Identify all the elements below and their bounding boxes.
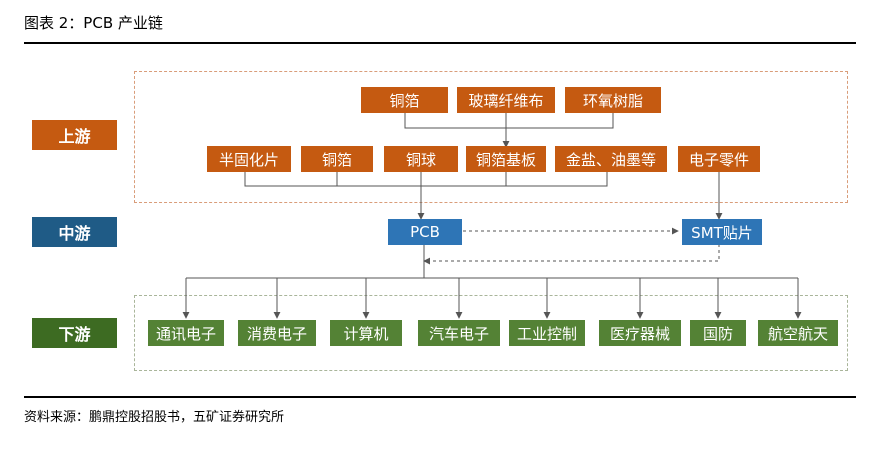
material-copper-ball: 铜球: [384, 146, 458, 172]
tier-upstream: 上游: [32, 120, 117, 150]
downstream-computer: 计算机: [330, 320, 402, 346]
raw-material-copper-foil: 铜箔: [361, 87, 448, 113]
downstream-industrial-control: 工业控制: [509, 320, 585, 346]
figure-title: 图表 2：PCB 产业链: [24, 14, 163, 32]
material-prepreg: 半固化片: [207, 146, 291, 172]
tier-midstream: 中游: [32, 217, 117, 247]
downstream-medical: 医疗器械: [599, 320, 681, 346]
source-note: 资料来源：鹏鼎控股招股书，五矿证券研究所: [24, 410, 285, 425]
bottom-rule: [24, 396, 856, 398]
material-copper-foil: 铜箔: [301, 146, 373, 172]
raw-material-epoxy-resin: 环氧树脂: [565, 87, 661, 113]
downstream-automotive: 汽车电子: [418, 320, 500, 346]
material-gold-salt-ink: 金盐、油墨等: [555, 146, 667, 172]
tier-downstream: 下游: [32, 318, 117, 348]
top-rule: [24, 42, 856, 44]
downstream-aerospace: 航空航天: [758, 320, 838, 346]
downstream-communication: 通讯电子: [148, 320, 224, 346]
raw-material-glass-fiber-cloth: 玻璃纤维布: [457, 87, 555, 113]
downstream-defense: 国防: [690, 320, 746, 346]
material-ccl: 铜箔基板: [466, 146, 546, 172]
midstream-smt: SMT贴片: [682, 219, 762, 245]
midstream-pcb: PCB: [388, 219, 462, 245]
downstream-consumer: 消费电子: [238, 320, 316, 346]
upstream-group-box: [134, 71, 848, 203]
material-electronic-components: 电子零件: [678, 146, 760, 172]
downstream-group-box: [134, 295, 848, 371]
